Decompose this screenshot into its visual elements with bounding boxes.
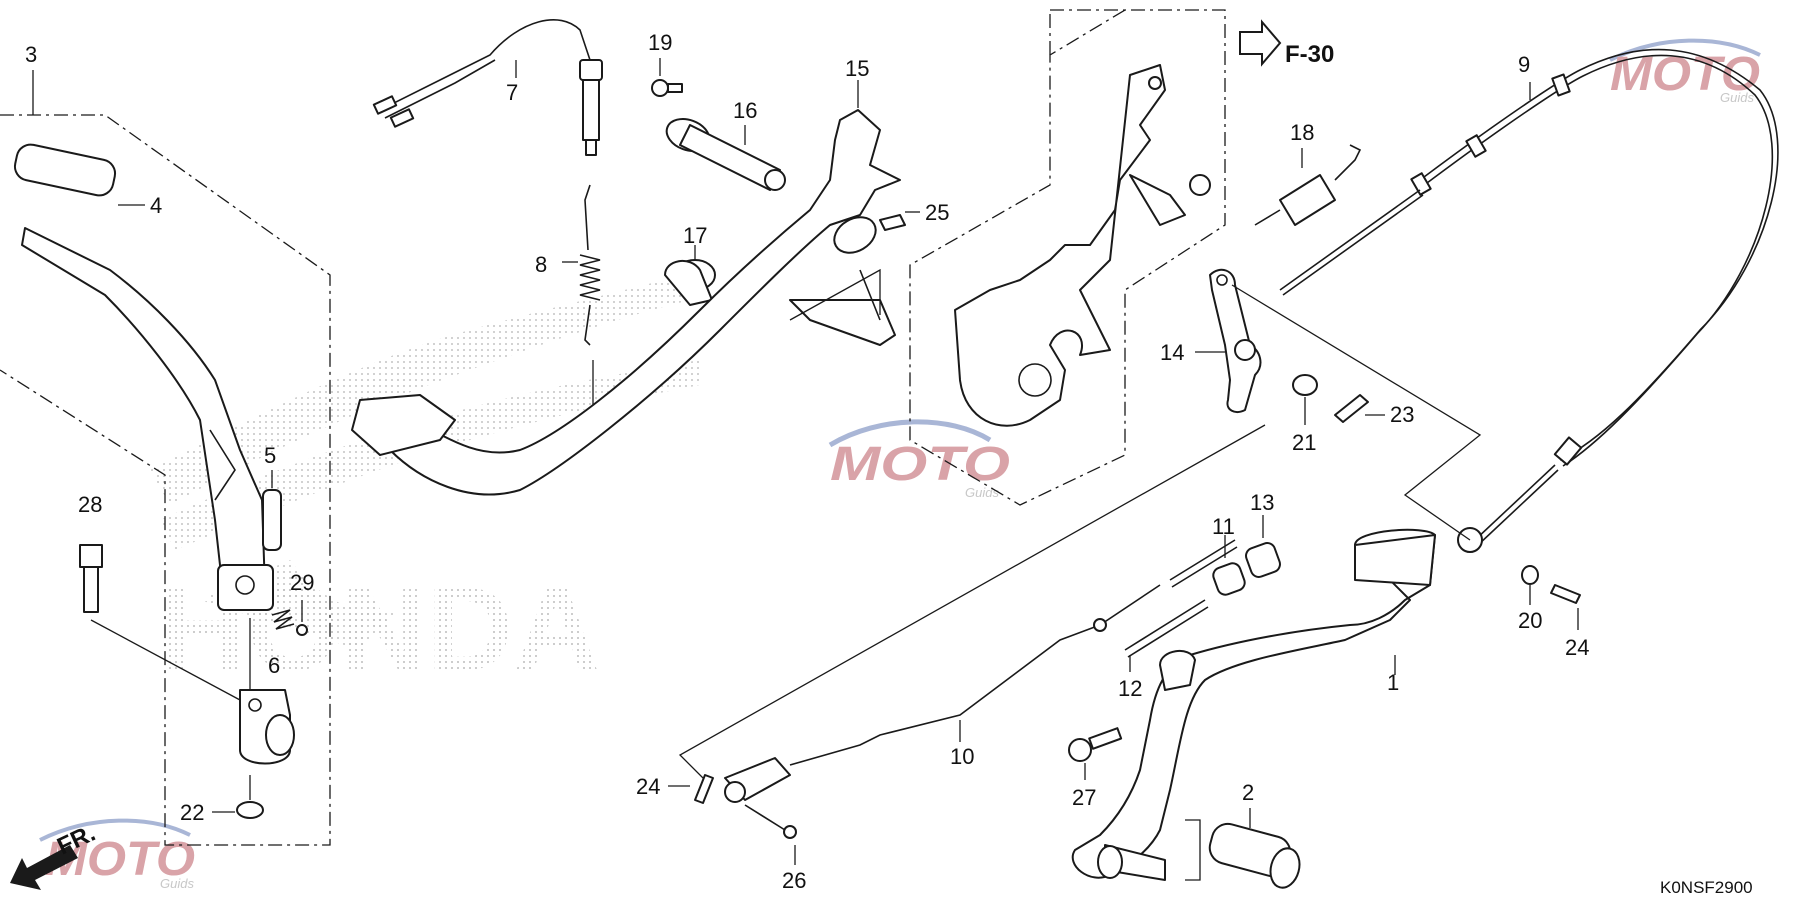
part-19-bolt xyxy=(651,79,683,97)
callout-4: 4 xyxy=(150,193,162,218)
callout-13: 13 xyxy=(1250,490,1274,515)
part-6-spring xyxy=(271,609,295,630)
callout-24-right: 24 xyxy=(1565,635,1589,660)
part-18-spring xyxy=(1254,144,1362,226)
callout-21: 21 xyxy=(1292,430,1316,455)
callout-15: 15 xyxy=(845,56,869,81)
callout-26: 26 xyxy=(782,868,806,893)
callout-16: 16 xyxy=(733,98,757,123)
part-9-brake-cable xyxy=(1279,48,1779,553)
part-7-switch-wire xyxy=(372,19,603,156)
brake-switch-bracket xyxy=(954,64,1211,427)
part-22-washer xyxy=(236,801,264,819)
callout-10: 10 xyxy=(950,744,974,769)
callout-29: 29 xyxy=(290,570,314,595)
part-24-cotter-pin-left xyxy=(694,774,714,804)
part-1-brake-pedal xyxy=(1071,528,1436,881)
front-direction-arrow xyxy=(10,845,78,890)
callout-3: 3 xyxy=(25,42,37,67)
part-16-pivot-shaft xyxy=(665,118,786,191)
callout-1: 1 xyxy=(1387,670,1399,695)
callout-5: 5 xyxy=(264,443,276,468)
guids-watermark-text: Guids xyxy=(965,485,999,500)
guids-watermark-text-bottom: Guids xyxy=(160,876,194,891)
callout-9: 9 xyxy=(1518,52,1530,77)
callout-22: 22 xyxy=(180,800,204,825)
callout-11: 11 xyxy=(1212,514,1235,539)
part-26-clevis-pin xyxy=(744,804,797,839)
callout-7: 7 xyxy=(506,80,518,105)
part-3-arm-boss xyxy=(217,564,274,611)
part-12-springs xyxy=(1124,539,1238,658)
part-24-cotter-pin-right xyxy=(1550,584,1581,604)
callout-8: 8 xyxy=(535,252,547,277)
switch-assembly-frame xyxy=(909,9,1226,506)
callout-6: 6 xyxy=(268,653,280,678)
moto-watermark-text: MOTO xyxy=(830,438,1010,491)
part-3-step-arm xyxy=(21,227,266,611)
callout-14: 14 xyxy=(1160,340,1184,365)
part-15-brake-pedal xyxy=(351,109,901,496)
part-22-pivot-clamp xyxy=(239,689,295,765)
callout-19: 19 xyxy=(648,30,672,55)
part-10-brake-rod xyxy=(724,584,1161,803)
guids-watermark-text-top: Guids xyxy=(1720,90,1754,105)
part-20-nut xyxy=(1521,565,1539,585)
diagram-code: K0NSF2900 xyxy=(1660,878,1753,897)
callout-25: 25 xyxy=(925,200,949,225)
reference-label: F-30 xyxy=(1285,41,1334,68)
part-21-washer xyxy=(1292,374,1318,396)
callout-28: 28 xyxy=(78,492,102,517)
callout-12: 12 xyxy=(1118,676,1142,701)
part-29-ball xyxy=(296,624,308,636)
part-13-nut xyxy=(1245,542,1281,578)
part-11-collar xyxy=(1212,562,1246,596)
part-2-footrest-rubber xyxy=(1208,822,1301,889)
part-5-pin xyxy=(262,489,282,551)
callout-18: 18 xyxy=(1290,120,1314,145)
moto-guids-watermark: MOTO Guids xyxy=(828,419,1010,500)
part-14-link-lever xyxy=(1209,268,1262,413)
linkage-frame xyxy=(1231,284,1482,541)
callout-2: 2 xyxy=(1242,780,1254,805)
callout-27: 27 xyxy=(1072,785,1096,810)
part-25-cotter-pin xyxy=(879,214,906,231)
part-28-bolt xyxy=(79,544,103,613)
callout-23: 23 xyxy=(1390,402,1414,427)
part-4-footrest-rubber xyxy=(13,143,117,197)
callout-20: 20 xyxy=(1518,608,1542,633)
reference-arrow-icon xyxy=(1239,19,1282,67)
part-23-cotter-pin xyxy=(1334,394,1369,423)
callout-24-left: 24 xyxy=(636,774,660,799)
part-27-bolt xyxy=(1068,727,1123,762)
group-3-frame xyxy=(0,114,331,846)
callout-17: 17 xyxy=(683,223,707,248)
